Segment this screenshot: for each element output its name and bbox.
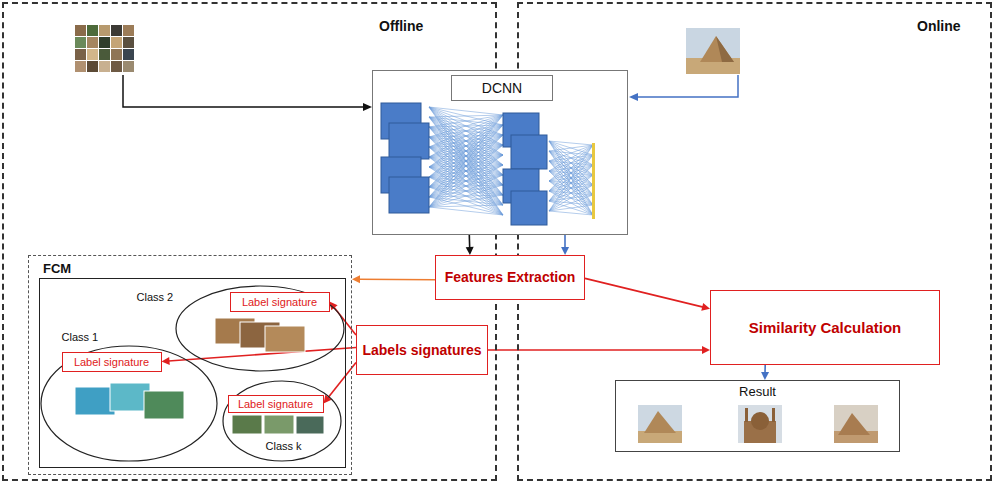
node-label: Class 1 — [62, 331, 99, 343]
node-label: Result — [616, 384, 899, 399]
node-label: Class 2 — [137, 291, 174, 303]
class-image — [144, 391, 184, 419]
arrow-head — [561, 247, 569, 255]
connector — [761, 365, 769, 380]
connector-line — [764, 365, 766, 373]
connector — [585, 278, 710, 310]
signature-box: Label signature — [62, 352, 162, 372]
connector-line — [488, 349, 703, 351]
node-label: Class k — [266, 440, 302, 452]
result-panel: Result — [615, 380, 900, 452]
process-box: Similarity Calculation — [710, 290, 940, 365]
arrow-head — [701, 303, 710, 311]
connector-line — [359, 278, 435, 280]
cluster-panel: FCMClass 2Label signatureClass 1Label si… — [28, 255, 352, 475]
arrow-head — [466, 247, 474, 255]
connector-line — [468, 235, 470, 248]
class-outline — [176, 286, 344, 371]
node-label: Offline — [379, 18, 423, 34]
class-image — [264, 415, 294, 434]
node-label: Similarity Calculation — [749, 319, 902, 336]
result-images — [638, 405, 878, 443]
class-ellipse: Class 2Label signature — [175, 285, 345, 372]
signature-box: Label signature — [230, 292, 330, 312]
node-label: FCM — [43, 261, 71, 276]
class-ellipse: Class k Label signature — [222, 380, 342, 462]
node-label: Label signature — [242, 296, 317, 308]
connector-line — [564, 235, 566, 248]
class-image — [265, 326, 305, 352]
connector — [330, 302, 357, 336]
class-image — [75, 387, 115, 415]
connector — [488, 346, 710, 354]
arrow-head — [162, 357, 170, 365]
node-label: Features Extraction — [445, 269, 576, 286]
node-label: Label signature — [74, 356, 149, 368]
class-image — [232, 415, 262, 434]
input-line — [123, 75, 372, 111]
arrow-head — [702, 346, 710, 354]
process-box: Labels signatures — [356, 325, 488, 375]
node-label: Online — [917, 18, 961, 34]
network-drawing — [381, 103, 595, 225]
connector — [466, 235, 474, 255]
connector-line — [585, 278, 703, 307]
class-outline — [223, 381, 341, 461]
class-ellipse: Class 1Label signature — [40, 345, 218, 462]
network-box: DCNN — [372, 70, 628, 235]
connector — [352, 275, 435, 283]
signature-box: Label signature — [228, 395, 324, 413]
class-outline — [41, 346, 217, 461]
image-collection — [75, 25, 134, 72]
node-label: DCNN — [451, 75, 553, 101]
class-image — [296, 416, 324, 434]
connector — [561, 235, 569, 255]
arrow-head — [761, 372, 769, 380]
connector-line — [169, 348, 357, 362]
query-line — [629, 75, 738, 101]
node-label: Label signature — [238, 398, 313, 410]
node-label: Labels signatures — [362, 342, 481, 359]
arrow-head — [352, 275, 360, 283]
query-image — [686, 28, 740, 74]
process-box: Features Extraction — [435, 255, 585, 300]
